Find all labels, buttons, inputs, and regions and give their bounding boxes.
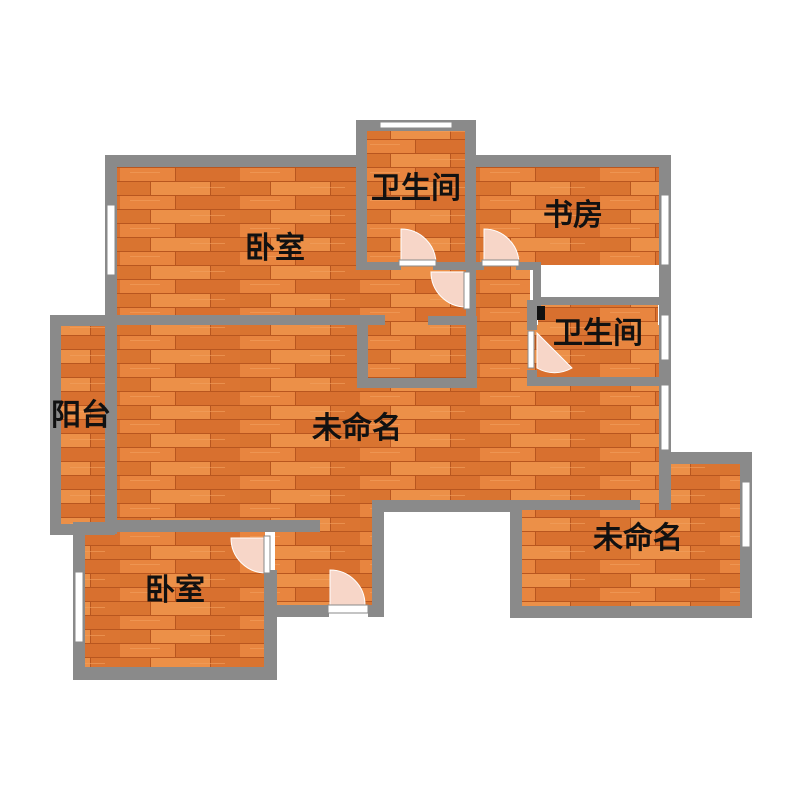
wall xyxy=(466,268,476,318)
wall xyxy=(533,297,671,305)
wall xyxy=(527,300,537,330)
wall xyxy=(105,520,320,532)
wall xyxy=(476,155,671,167)
room-label-living-east: 未命名 xyxy=(593,521,683,556)
wall xyxy=(533,262,541,307)
floor-balcony xyxy=(60,325,105,525)
window xyxy=(660,314,670,361)
wall xyxy=(476,262,484,270)
marker-square xyxy=(537,306,545,320)
door-bathroom-north xyxy=(398,228,437,267)
window xyxy=(660,194,670,266)
door-entrance xyxy=(327,569,369,614)
window xyxy=(379,121,453,129)
floor-bedroom-north xyxy=(115,165,360,320)
wall xyxy=(105,155,360,167)
door-closet xyxy=(430,271,471,310)
door-study xyxy=(481,228,520,267)
doors xyxy=(230,228,573,614)
window xyxy=(106,204,116,276)
wall xyxy=(105,315,117,530)
wall xyxy=(510,606,752,618)
wall xyxy=(466,316,477,388)
wall xyxy=(105,315,385,325)
wall xyxy=(357,316,368,388)
wall xyxy=(659,452,671,510)
room-label-living-main: 未命名 xyxy=(312,411,402,446)
room-label-bedroom-north: 卧室 xyxy=(245,231,305,266)
wall xyxy=(433,262,476,270)
room-labels: 卧室 卫生间 书房 卫生间 阳台 未命名 未命名 卧室 xyxy=(51,171,683,608)
wall xyxy=(50,315,115,326)
window xyxy=(741,481,751,548)
wall xyxy=(264,570,277,680)
floors xyxy=(60,130,742,667)
room-label-bathroom-north: 卫生间 xyxy=(371,171,461,206)
wall xyxy=(510,500,522,618)
wall xyxy=(73,667,277,680)
wall xyxy=(356,262,401,270)
floor-living-east xyxy=(520,462,742,607)
wall xyxy=(428,316,476,325)
wall xyxy=(465,120,476,268)
door-bathroom-east xyxy=(527,330,573,374)
wall xyxy=(356,120,367,268)
wall xyxy=(372,500,384,615)
wall xyxy=(667,452,752,464)
room-label-bedroom-south: 卧室 xyxy=(145,573,205,608)
door-bedroom-south xyxy=(230,535,271,574)
wall xyxy=(520,500,640,510)
wall xyxy=(368,605,384,617)
window xyxy=(74,571,84,643)
wall xyxy=(264,605,329,617)
wall xyxy=(357,378,477,388)
room-label-bathroom-east: 卫生间 xyxy=(553,316,643,351)
wall xyxy=(516,262,541,270)
room-label-study: 书房 xyxy=(543,198,603,233)
room-label-balcony: 阳台 xyxy=(51,398,111,433)
wall xyxy=(372,500,522,512)
wall xyxy=(527,377,667,386)
wall xyxy=(50,315,61,535)
windows xyxy=(74,121,751,643)
window xyxy=(660,384,670,451)
